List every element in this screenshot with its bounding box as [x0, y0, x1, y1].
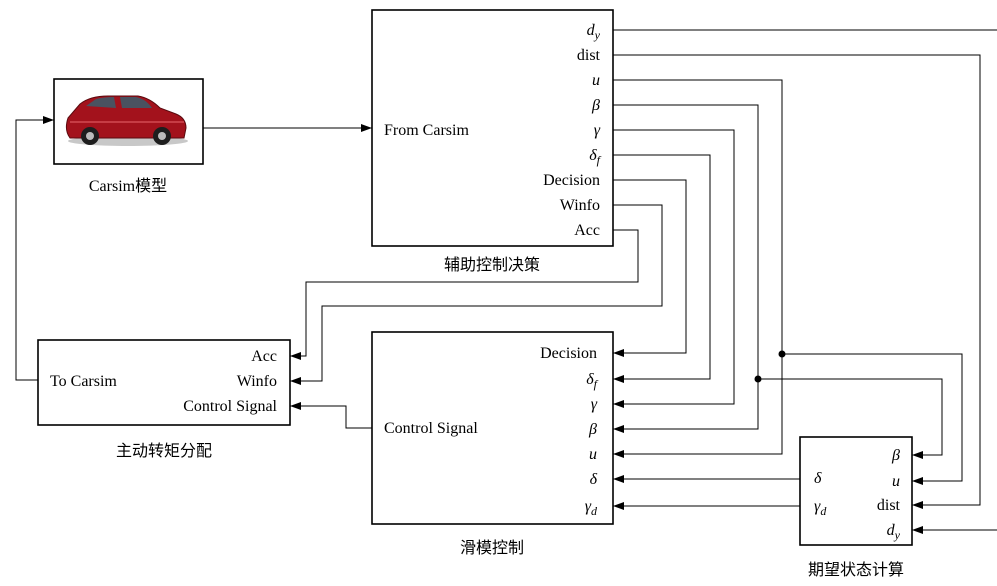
smc-input-0: Decision	[540, 345, 597, 362]
arrow-smc-u	[613, 450, 624, 458]
carsim-block[interactable]	[54, 79, 203, 164]
carsim-caption: Carsim模型	[89, 177, 167, 195]
arrow-smc-delta-f	[613, 375, 624, 383]
smc-input-3: β	[588, 421, 597, 438]
arrow-desired-dy	[912, 526, 923, 534]
arrow-smc-gamma	[613, 400, 624, 408]
aux-caption: 辅助控制决策	[444, 256, 540, 274]
aux-output-4: γ	[594, 122, 601, 139]
wire-junctions	[755, 351, 786, 383]
wire-control-signal	[290, 406, 372, 428]
desired-output-0: δ	[814, 470, 822, 487]
junction-u	[779, 351, 786, 358]
smc-input-5: δ	[590, 471, 598, 488]
arrow-torque-winfo	[290, 377, 301, 385]
desired-input-0: β	[891, 447, 900, 464]
arrow-smc-delta	[613, 475, 624, 483]
smc-input-4: u	[589, 446, 597, 463]
arrow-smc-gamma-d	[613, 502, 624, 510]
smc-caption: 滑模控制	[460, 539, 524, 557]
wire-dist	[613, 55, 980, 505]
arrow-aux-input	[361, 124, 372, 132]
aux-output-3: β	[591, 97, 600, 114]
arrow-desired-dist	[912, 501, 923, 509]
junction-beta	[755, 376, 762, 383]
arrow-smc-decision	[613, 349, 624, 357]
arrow-desired-beta	[912, 451, 923, 459]
torque-output-label: To Carsim	[50, 373, 117, 390]
torque-input-0: Acc	[251, 348, 277, 365]
arrow-torque-acc	[290, 352, 301, 360]
torque-caption: 主动转矩分配	[116, 442, 212, 460]
arrow-desired-u	[912, 477, 923, 485]
aux-input-label: From Carsim	[384, 122, 469, 139]
aux-output-7: Winfo	[560, 197, 600, 214]
desired-input-1: u	[892, 473, 900, 490]
torque-input-1: Winfo	[237, 373, 277, 390]
desired-input-2: dist	[877, 497, 901, 514]
aux-output-2: u	[592, 72, 600, 89]
arrow-carsim-input	[43, 116, 54, 124]
aux-output-6: Decision	[543, 172, 600, 189]
torque-input-2: Control Signal	[183, 398, 277, 415]
aux-output-8: Acc	[574, 222, 600, 239]
smc-input-2: γ	[591, 396, 598, 413]
aux-output-1: dist	[577, 47, 601, 64]
smc-output-label: Control Signal	[384, 420, 478, 437]
wire-gamma	[613, 130, 734, 404]
arrow-smc-beta	[613, 425, 624, 433]
wire-decision	[613, 180, 686, 353]
arrow-torque-control	[290, 402, 301, 410]
desired-caption: 期望状态计算	[808, 560, 904, 579]
